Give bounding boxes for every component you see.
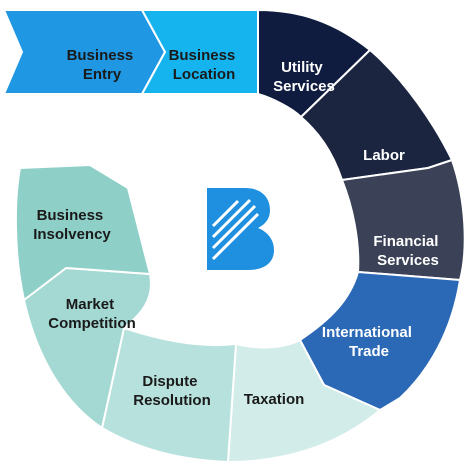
label-business-location: Business Location <box>169 47 240 83</box>
label-business-insolvency: Business Insolvency <box>33 207 111 243</box>
label-financial-services: Financial Services <box>373 233 442 269</box>
label-market-competition: Market Competition <box>48 296 136 332</box>
label-labor: Labor <box>363 147 405 164</box>
label-business-entry: Business Entry <box>67 47 138 83</box>
segment-business-location <box>141 9 259 95</box>
label-taxation: Taxation <box>244 391 305 408</box>
label-dispute-resolution: Dispute Resolution <box>133 373 211 409</box>
segment-taxation <box>227 339 381 463</box>
segment-business-insolvency <box>14 164 151 301</box>
segment-market-competition <box>23 267 152 429</box>
b-logo-icon <box>207 188 274 270</box>
label-international-trade: International Trade <box>322 324 416 360</box>
label-utility-services: Utility Services <box>273 59 335 95</box>
